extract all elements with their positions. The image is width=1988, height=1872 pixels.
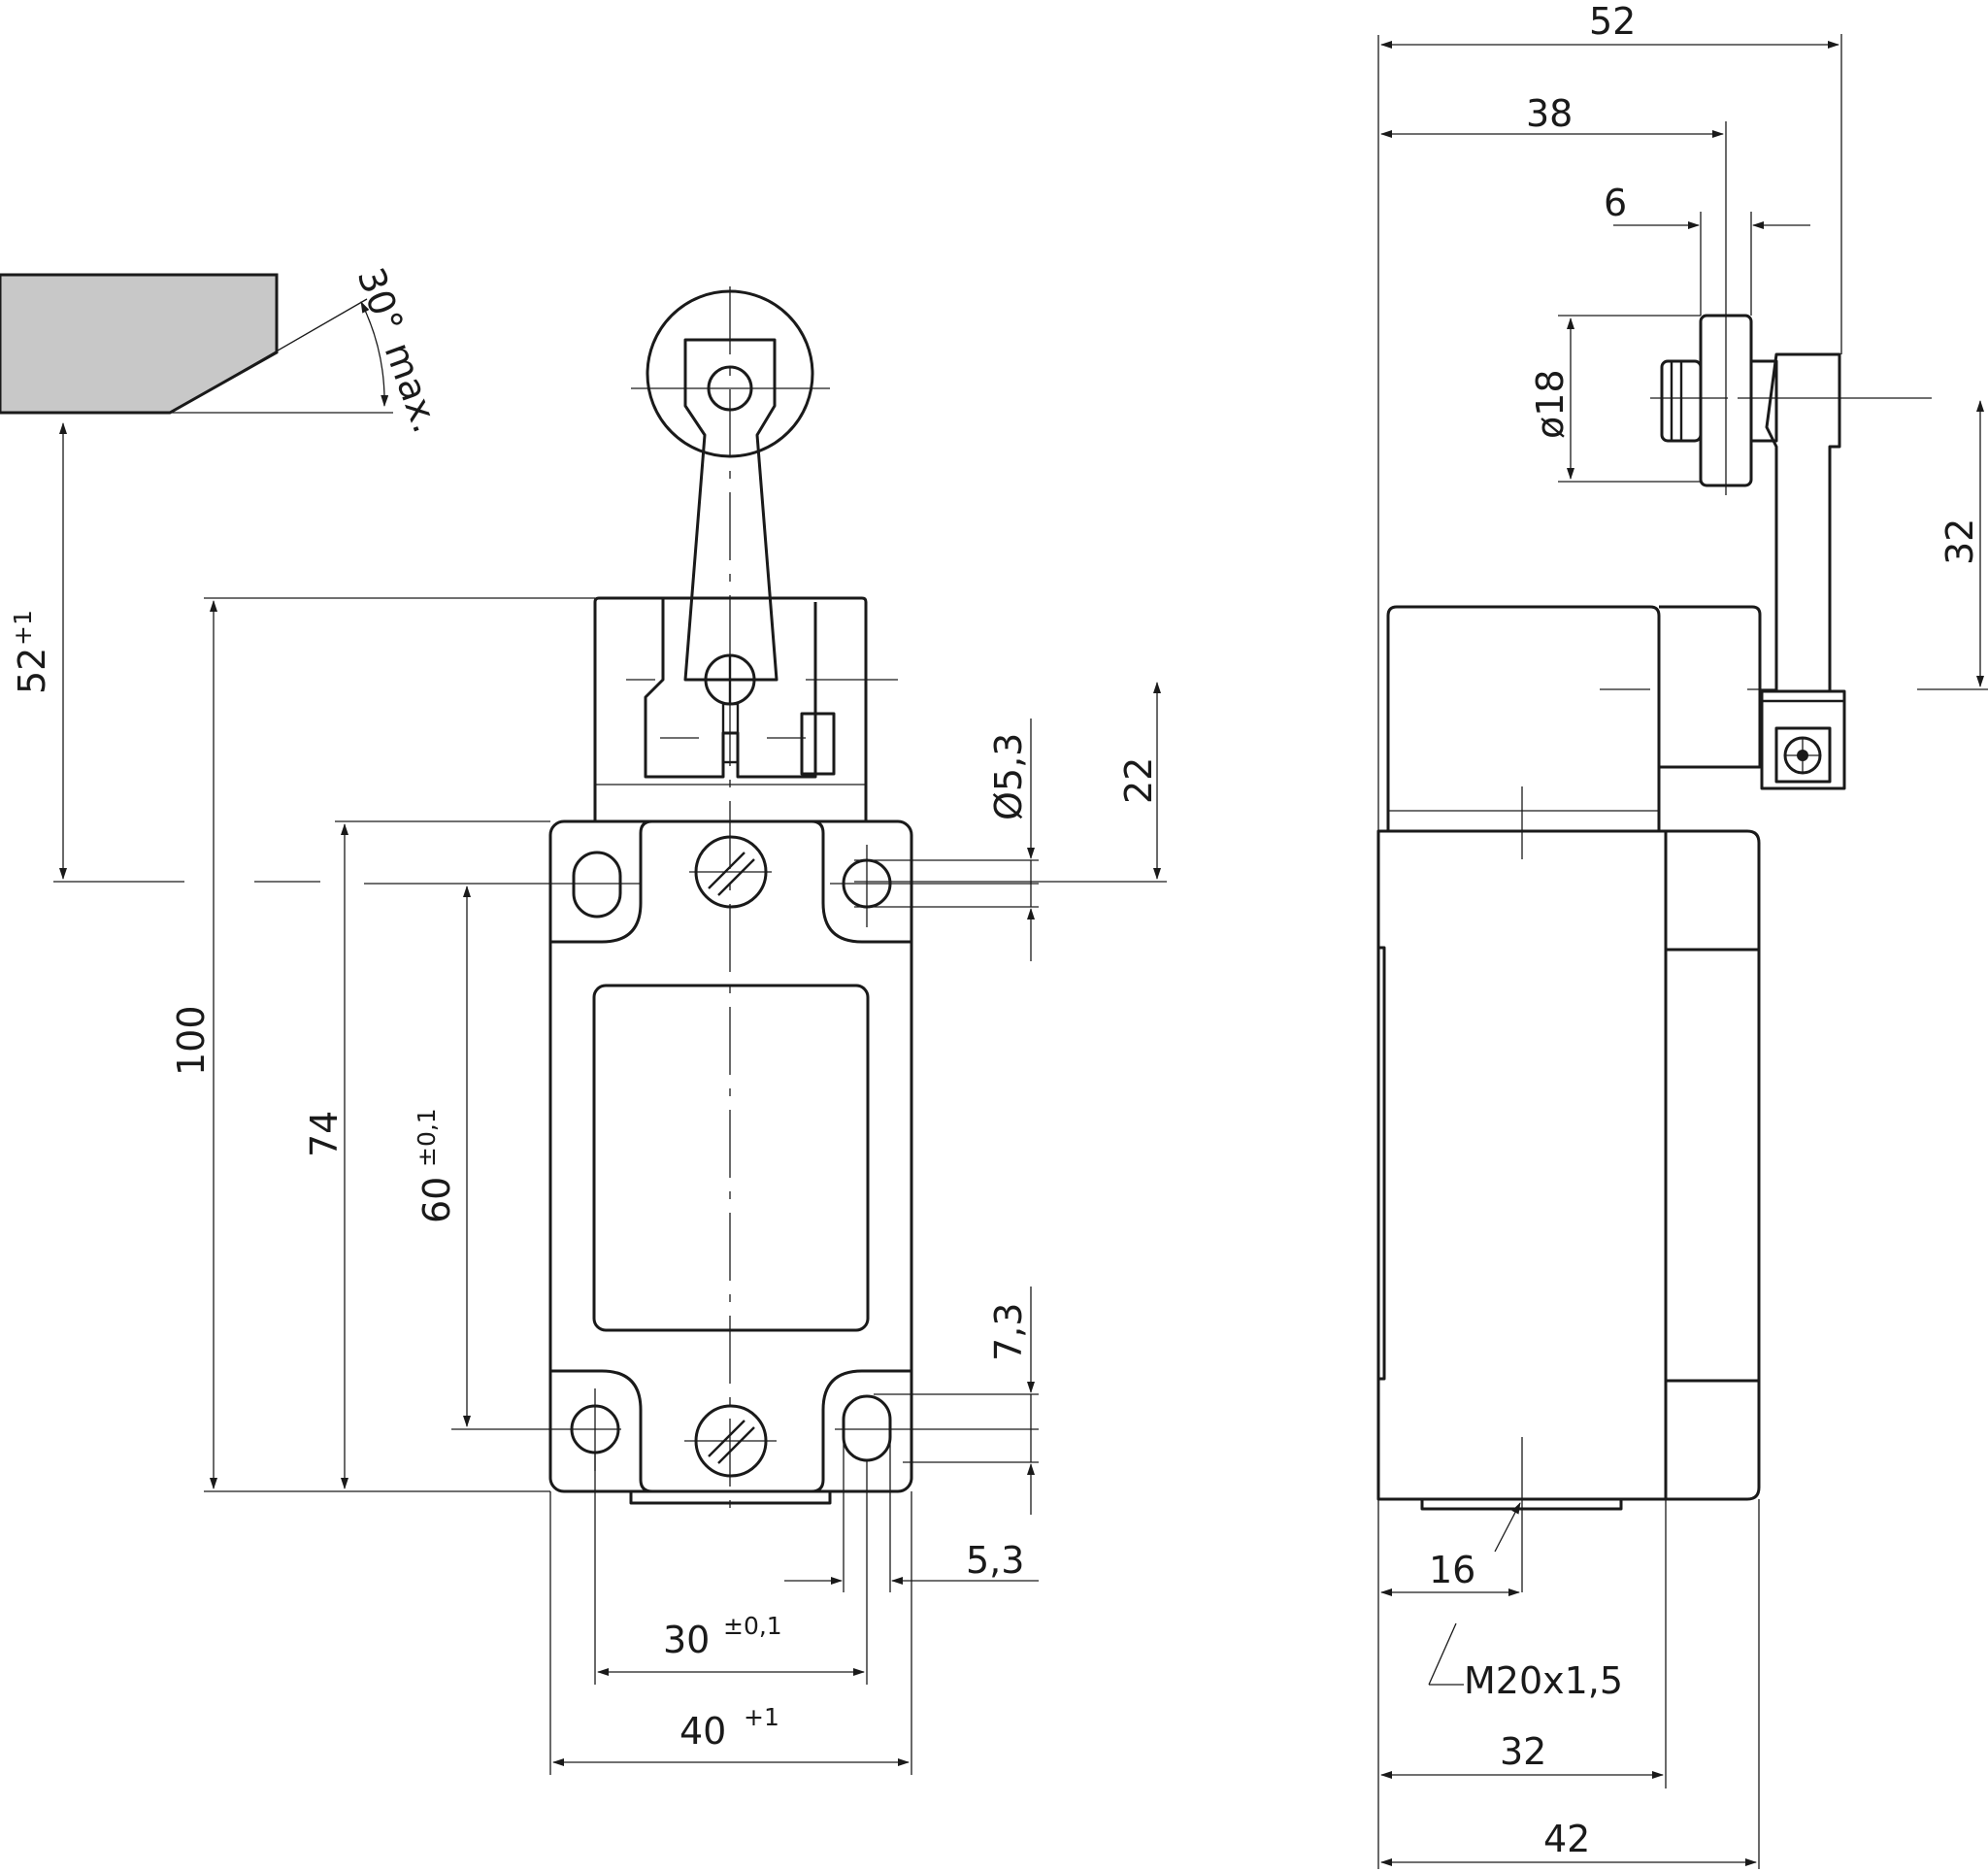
dim-side-32-horizontal-value: 32 [1500,1730,1546,1773]
dim-side-32-vertical-value: 32 [1938,518,1981,565]
dim-60-tolerance: ±0,1 [413,1108,441,1167]
dim-52-front-tolerance: +1 [9,610,37,646]
side-lever-roller [1650,214,1932,790]
dim-7-3-value: 7,3 [987,1303,1030,1361]
cam-angle-value: 30° [349,262,412,338]
dim-side-38-value: 38 [1526,92,1573,135]
front-head-block [593,596,898,823]
dim-74-value: 74 [303,1111,346,1157]
dim-40-tolerance: +1 [744,1703,779,1731]
dim-side-42-value: 42 [1543,1818,1590,1860]
dim-60-value: 60 [415,1177,458,1223]
side-dimension-lines [1377,34,1988,1869]
dim-side-6-value: 6 [1604,182,1627,224]
dim-22-value: 22 [1117,757,1160,804]
thread-callout: M20x1,5 [1464,1659,1623,1702]
front-lever-roller [631,286,830,1515]
dim-30-tolerance: ±0,1 [723,1612,782,1640]
dim-100-value: 100 [170,1005,213,1076]
dim-hole-diameter-value: Ø5,3 [987,733,1030,820]
front-housing [548,819,1039,1505]
side-housing [1376,605,1776,1592]
dim-52-front [53,422,320,883]
dim-30-value: 30 [663,1619,710,1661]
cam-angle-label: 30° max. [349,262,448,438]
dim-5-3-value: 5,3 [966,1539,1024,1582]
dim-roller-diameter-value: ø18 [1529,369,1572,439]
dim-40-value: 40 [679,1710,726,1753]
cam-angle-suffix: max. [377,337,448,438]
dim-52-front-value: 52 [11,648,53,694]
actuating-cam [0,273,393,415]
front-dimension-lines [204,597,1167,1775]
dim-side-16-value: 16 [1429,1549,1475,1591]
dim-side-52-value: 52 [1589,0,1636,43]
